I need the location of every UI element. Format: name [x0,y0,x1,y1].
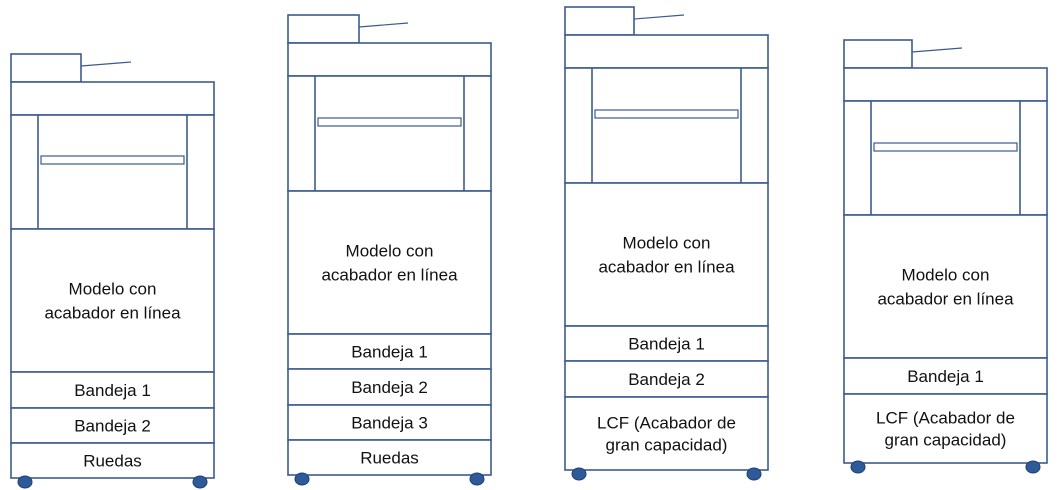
main-body-label: acabador en línea [598,258,735,277]
wheel-right [469,472,485,486]
section-3 [287,404,492,441]
section-2 [564,360,769,398]
output-tray-arm [911,47,963,53]
main-body [287,190,492,335]
main-body [10,228,215,373]
section-label: Bandeja 1 [351,343,428,362]
document-feeder [564,6,635,36]
top-cover [843,67,1048,102]
output-bay-frame [564,67,769,184]
output-slot [317,117,462,127]
section-1 [10,371,215,409]
section-1 [287,333,492,370]
main-body-label: Modelo con [623,234,711,253]
section-label: Bandeja 2 [351,378,428,397]
top-cover [287,42,492,77]
section-label: gran capacidad) [606,436,728,455]
section-label: Bandeja 1 [628,335,705,354]
document-feeder [10,53,82,83]
section-2 [843,393,1048,464]
output-slot [594,109,739,119]
output-tray-arm [80,61,132,67]
main-body [843,214,1048,359]
output-tray-arm [358,22,409,28]
wheel-left [294,472,310,486]
section-label: Bandeja 3 [351,414,428,433]
top-cover [564,34,769,69]
document-feeder [843,39,913,69]
output-bay-frame [843,100,1048,216]
wheel-right [192,475,208,489]
section-label: Ruedas [83,452,142,471]
wheel-right [746,467,762,481]
document-feeder [287,14,360,44]
section-label: gran capacidad) [885,431,1007,450]
wheel-right [1025,460,1041,474]
main-body-label: acabador en línea [321,266,458,285]
main-body-label: Modelo con [902,266,990,285]
main-body-label: acabador en línea [44,304,181,323]
wheel-left [850,460,866,474]
section-2 [287,368,492,406]
main-body [564,182,769,327]
main-body-label: Modelo con [346,242,434,261]
output-bay-frame [287,75,492,192]
section-label: LCF (Acabador de [597,414,736,433]
section-3 [10,442,215,479]
section-2 [10,407,215,444]
wheel-left [571,467,587,481]
section-1 [843,357,1048,395]
main-body-label: Modelo con [69,280,157,299]
output-slot [873,142,1018,152]
top-cover [10,81,215,116]
section-label: LCF (Acabador de [876,409,1015,428]
main-body-label: acabador en línea [877,290,1014,309]
section-label: Bandeja 2 [74,417,151,436]
section-label: Ruedas [360,449,419,468]
section-4 [287,439,492,476]
output-tray-arm [633,14,685,20]
section-3 [564,396,769,471]
wheel-left [17,475,33,489]
output-bay-frame [10,114,215,230]
output-slot [40,155,185,165]
section-label: Bandeja 1 [907,367,984,386]
section-label: Bandeja 1 [74,381,151,400]
section-label: Bandeja 2 [628,370,705,389]
